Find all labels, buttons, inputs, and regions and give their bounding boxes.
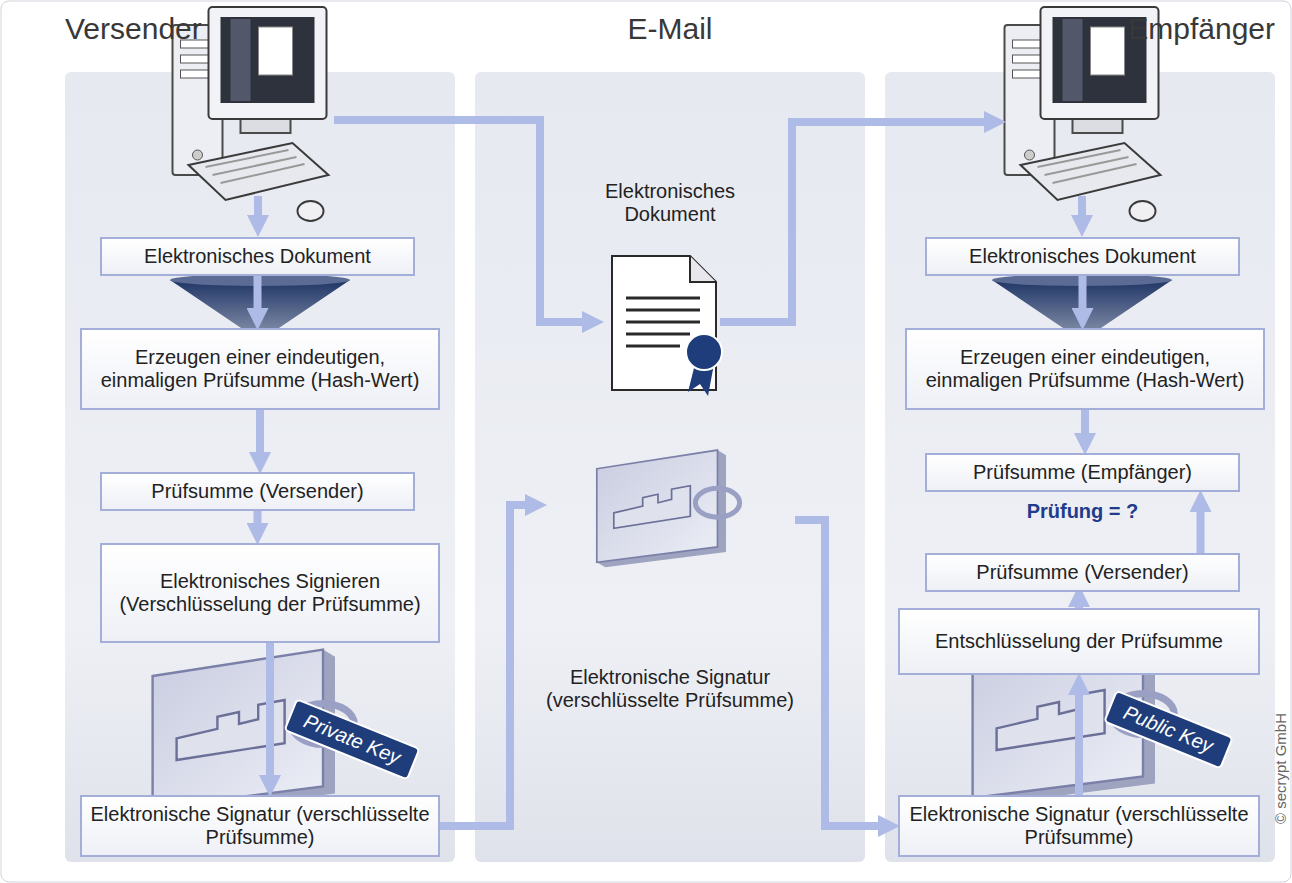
process-box: Entschlüsselung der Prüfsumme (898, 608, 1260, 675)
node-text: Elektronisches Dokument (969, 245, 1196, 268)
key-tag: Private Key (283, 698, 421, 781)
flow-arrow (254, 276, 262, 308)
flow-arrow (795, 520, 878, 826)
process-box: Elektronisches Dokument (925, 237, 1240, 276)
flow-arrow (440, 505, 525, 826)
flow-arrow (1079, 276, 1087, 308)
key-tag: Public Key (1103, 690, 1233, 770)
document-fold (690, 256, 716, 282)
process-box: Elektronisches Signieren (Verschlüsselun… (100, 543, 440, 643)
seal (686, 334, 722, 370)
process-box: Erzeugen einer eindeutigen, einmaligen P… (905, 328, 1265, 410)
node-text: Erzeugen einer eindeutigen, einmaligen P… (90, 346, 430, 392)
node-text: Elektronische Signatur (verschlüsselte P… (545, 666, 795, 712)
column-heading: E-Mail (475, 12, 865, 46)
copyright-note: © secrypt GmbH (1272, 694, 1289, 844)
process-box: Elektronische Signatur (verschlüsselte P… (80, 795, 440, 857)
document-icon (612, 256, 722, 396)
node-text: Elektronisches Signieren (Verschlüsselun… (110, 570, 430, 616)
signature-node: Elektronische Signatur (verschlüsselte P… (545, 430, 795, 712)
panel-ground (475, 72, 865, 862)
process-box: Erzeugen einer eindeutigen, einmaligen P… (80, 328, 440, 410)
check-label: Prüfung = ? (1000, 500, 1165, 523)
flow-arrow (254, 196, 262, 215)
node-text: Elektronische Signatur (verschlüsselte P… (908, 803, 1250, 849)
flow-arrow (720, 122, 984, 322)
column-panel: E-MailElektronisches DokumentElektronisc… (475, 72, 865, 862)
flow-arrow (256, 410, 264, 452)
node-text: Elektronisches Dokument (575, 180, 765, 226)
flow-arrow (254, 511, 262, 523)
node-text: Prüfsumme (Versender) (151, 480, 363, 503)
node-text: Elektronische Signatur (verschlüsselte P… (90, 803, 430, 849)
flow-arrow (266, 643, 274, 775)
flow-arrow (1078, 196, 1086, 215)
flow-arrow (1081, 410, 1089, 433)
document-lines (626, 298, 700, 346)
node-text: Prüfsumme (Empfänger) (973, 461, 1192, 484)
flow-arrow (1197, 512, 1205, 553)
flow-arrow (334, 120, 582, 322)
process-box: Elektronische Signatur (verschlüsselte P… (898, 795, 1260, 857)
process-box: Prüfsumme (Versender) (925, 553, 1240, 592)
flow-arrow (1075, 695, 1083, 795)
process-box: Prüfsumme (Empfänger) (925, 453, 1240, 492)
node-text: Elektronisches Dokument (144, 245, 371, 268)
document-node: Elektronisches Dokument (575, 180, 765, 395)
node-text: Entschlüsselung der Prüfsumme (935, 630, 1223, 653)
column-heading: Empfänger (885, 12, 1275, 46)
column-heading: Versender (65, 12, 455, 46)
process-box: Elektronisches Dokument (100, 237, 415, 276)
key-icon (597, 450, 740, 567)
node-text: Prüfsumme (Versender) (976, 561, 1188, 584)
document-flow (258, 120, 1082, 322)
node-text: Erzeugen einer eindeutigen, einmaligen P… (915, 346, 1255, 392)
process-box: Prüfsumme (Versender) (100, 472, 415, 511)
